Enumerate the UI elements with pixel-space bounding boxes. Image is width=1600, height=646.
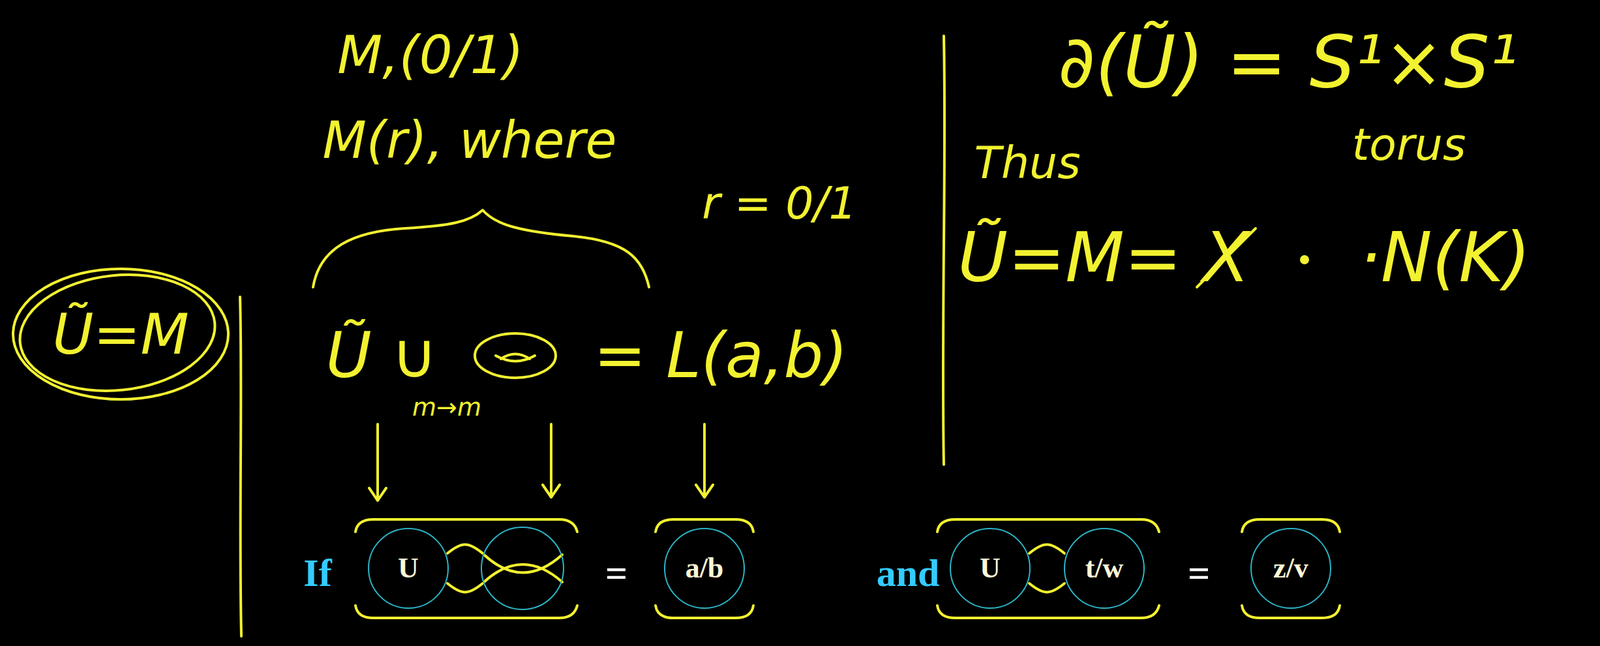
tangle-circle: z/v <box>1249 527 1332 610</box>
tangle-strand <box>1029 544 1065 593</box>
handwritten-note: ·N(K) <box>1359 223 1531 293</box>
handwritten-note: = L(a,b) <box>593 324 848 387</box>
handwritten-note: M,(0/1) <box>337 29 524 82</box>
handwritten-note: m→m <box>412 394 482 420</box>
slide-text: = <box>1187 553 1210 593</box>
down-arrow <box>542 423 560 498</box>
handwritten-note: Ũ=M <box>52 305 189 363</box>
tangle-circle: U <box>367 527 450 610</box>
tangle-strand <box>1241 519 1340 532</box>
tangle-strand <box>355 519 578 532</box>
tangle-circle <box>481 527 564 610</box>
slide-text: and <box>876 553 940 593</box>
handwritten-note: Thus <box>973 140 1081 186</box>
tangle-strand <box>937 605 1160 618</box>
handwritten-note: r = 0/1 <box>701 181 858 226</box>
tangle-label: U <box>397 553 419 583</box>
tangle-strand <box>447 544 483 593</box>
tangle-label: z/v <box>1273 553 1309 583</box>
handwritten-note: X <box>1202 223 1250 293</box>
down-arrow <box>369 423 387 501</box>
tangle-strand <box>937 519 1160 532</box>
handwritten-note: Ũ=M= <box>957 223 1182 293</box>
separator-line <box>943 35 945 465</box>
tangle-strand <box>655 605 754 618</box>
torus-hole <box>495 354 535 362</box>
down-arrow <box>695 423 713 498</box>
tangle-strand <box>1241 605 1340 618</box>
circle-mark <box>14 265 222 400</box>
handwritten-note: ∂(Ũ) = S¹×S¹ <box>1057 26 1518 98</box>
tangle-label: t/w <box>1085 553 1124 583</box>
tangle-circle: U <box>949 527 1032 610</box>
circle-mark <box>13 268 229 400</box>
tangle-label: U <box>979 553 1001 583</box>
tangle-label: a/b <box>685 553 725 583</box>
handwritten-note: torus <box>1352 122 1467 167</box>
handwritten-note: M(r), where <box>322 114 617 166</box>
tangle-circle: t/w <box>1063 527 1146 610</box>
handwritten-note: Ũ ∪ <box>325 324 438 387</box>
tangle-strand <box>655 519 754 532</box>
separator-line <box>240 296 242 636</box>
torus-symbol <box>474 333 556 378</box>
tangle-circle: a/b <box>663 527 746 610</box>
slide-text: If <box>303 553 332 593</box>
slide-text: = <box>605 553 628 593</box>
dot-mark <box>1299 255 1310 265</box>
brace <box>313 210 650 287</box>
tangle-strand <box>483 554 563 582</box>
tangle-strand <box>355 605 578 618</box>
